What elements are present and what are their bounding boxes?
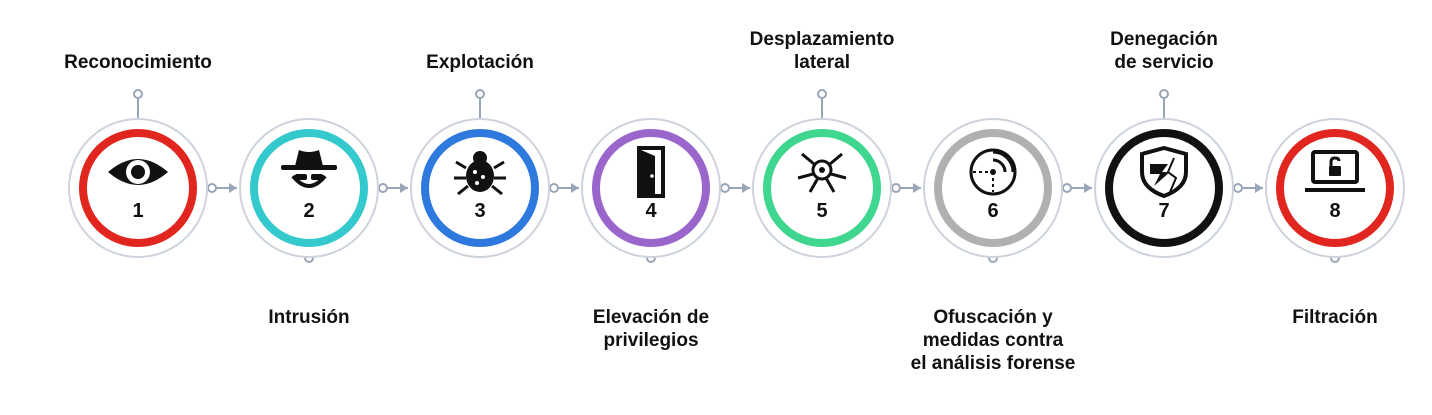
arrow-head-4 [742,183,750,193]
link-dot-6 [1062,183,1072,193]
tick-dot-5 [817,89,827,99]
step-label-2: Intrusión [268,307,350,328]
step-node-1: 1 [68,118,208,258]
step-node-4: 4 [581,118,721,258]
arrow-head-7 [1255,183,1263,193]
step-number: 3 [474,200,486,222]
arrow-head-3 [571,183,579,193]
step-label-3: Explotación [426,52,534,73]
step-label-5: Desplazamiento lateral [749,29,895,73]
step-node-8: 8 [1265,118,1405,258]
link-dot-1 [207,183,217,193]
color-ring [1276,129,1394,247]
step-label-6: Ofuscación y medidas contra el análisis … [910,307,1076,374]
spy-icon [275,146,343,198]
step-label-7: Denegación de servicio [1110,29,1218,73]
step-node-2: 2 [239,118,379,258]
spread-icon [788,146,856,198]
link-dot-4 [720,183,730,193]
step-node-6: 6 [923,118,1063,258]
radar-icon [959,146,1027,198]
link-dot-5 [891,183,901,193]
arrow-head-2 [400,183,408,193]
color-ring [79,129,197,247]
step-number: 4 [645,200,657,222]
step-number: 7 [1158,200,1170,222]
broken-shield-icon [1130,146,1198,198]
tick-dot-1 [133,89,143,99]
step-node-3: 3 [410,118,550,258]
step-label-1: Reconocimiento [64,52,212,73]
step-node-5: 5 [752,118,892,258]
step-number: 6 [987,200,999,222]
eye-icon [104,146,172,198]
step-label-4: Elevación de privilegios [592,307,710,351]
door-icon [617,146,685,198]
step-label-8: Filtración [1292,307,1378,328]
step-number: 1 [132,200,144,222]
arrow-head-6 [1084,183,1092,193]
arrow-head-5 [913,183,921,193]
color-ring [763,129,881,247]
bug-icon [446,146,514,198]
link-dot-7 [1233,183,1243,193]
link-dot-3 [549,183,559,193]
laptop-unlock-icon [1301,146,1369,198]
step-node-7: 7 [1094,118,1234,258]
step-number: 8 [1329,200,1341,222]
step-number: 2 [303,200,315,222]
tick-dot-7 [1159,89,1169,99]
arrow-head-1 [229,183,237,193]
tick-dot-3 [475,89,485,99]
step-number: 5 [816,200,828,222]
link-dot-2 [378,183,388,193]
